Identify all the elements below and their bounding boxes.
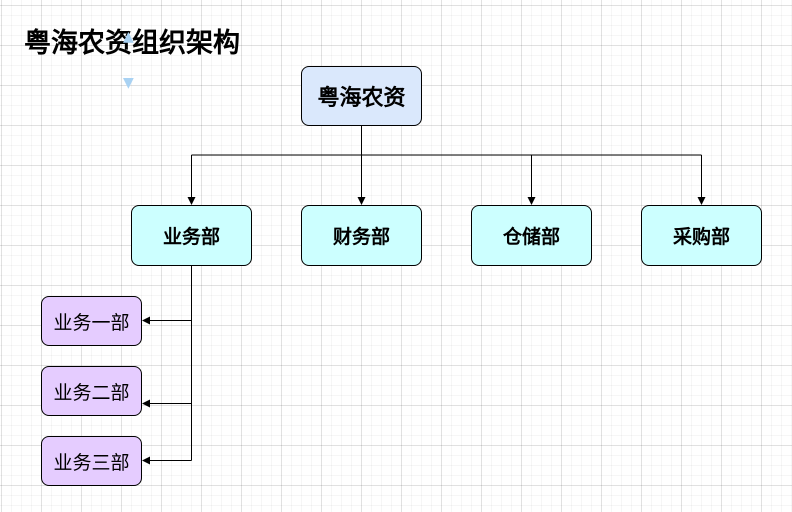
page-title: 粤海农资组织架构: [24, 28, 240, 59]
node-sub-department-2[interactable]: 业务二部: [41, 366, 142, 416]
move-handle-down-icon[interactable]: ▼: [123, 75, 134, 91]
node-sub-department-1[interactable]: 业务一部: [41, 296, 142, 346]
node-department-business[interactable]: 业务部: [131, 205, 252, 266]
node-department-finance[interactable]: 财务部: [301, 205, 422, 266]
node-department-warehouse[interactable]: 仓储部: [471, 205, 592, 266]
node-sub-department-3[interactable]: 业务三部: [41, 436, 142, 486]
node-root[interactable]: 粤海农资: [301, 66, 422, 126]
node-department-purchasing[interactable]: 采购部: [641, 205, 762, 266]
move-handle-up-icon[interactable]: ▲: [123, 29, 134, 45]
